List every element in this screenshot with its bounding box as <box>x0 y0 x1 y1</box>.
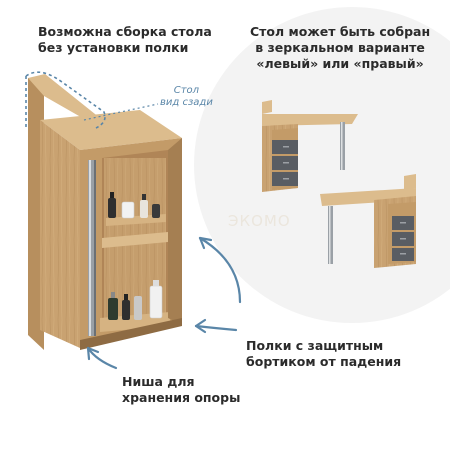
back-view-dashed-outline <box>25 71 106 129</box>
caption-shelves: Полки с защитным бортиком от падения <box>246 338 401 370</box>
arrow-to-bottom-shelf <box>194 318 238 334</box>
caption-line: «левый» или «правый» <box>256 56 424 71</box>
cabinet-back-view <box>28 74 182 350</box>
arrow-to-niche <box>86 346 118 370</box>
note-line: вид сзади <box>160 97 213 108</box>
caption-line: Ниша для <box>122 374 195 389</box>
caption-assembly: Возможна сборка стола без установки полк… <box>38 24 212 56</box>
desk-left-variant <box>262 100 358 192</box>
watermark: ЭКОМО <box>228 212 291 230</box>
caption-line: Полки с защитным <box>246 338 384 353</box>
desk-right-variant <box>320 174 416 268</box>
caption-line: Возможна сборка стола <box>38 24 212 39</box>
note-back-view: Стол вид сзади <box>160 85 213 109</box>
caption-niche: Ниша для хранения опоры <box>122 374 240 406</box>
caption-line: в зеркальном варианте <box>255 40 425 55</box>
note-line: Стол <box>173 85 200 96</box>
caption-line: бортиком от падения <box>246 354 402 369</box>
caption-mirror: Стол может быть собран в зеркальном вари… <box>250 24 430 72</box>
caption-line: хранения опоры <box>122 390 241 405</box>
caption-line: Стол может быть собран <box>250 24 431 39</box>
caption-line: без установки полки <box>38 40 189 55</box>
arrow-to-shelves <box>198 236 242 304</box>
